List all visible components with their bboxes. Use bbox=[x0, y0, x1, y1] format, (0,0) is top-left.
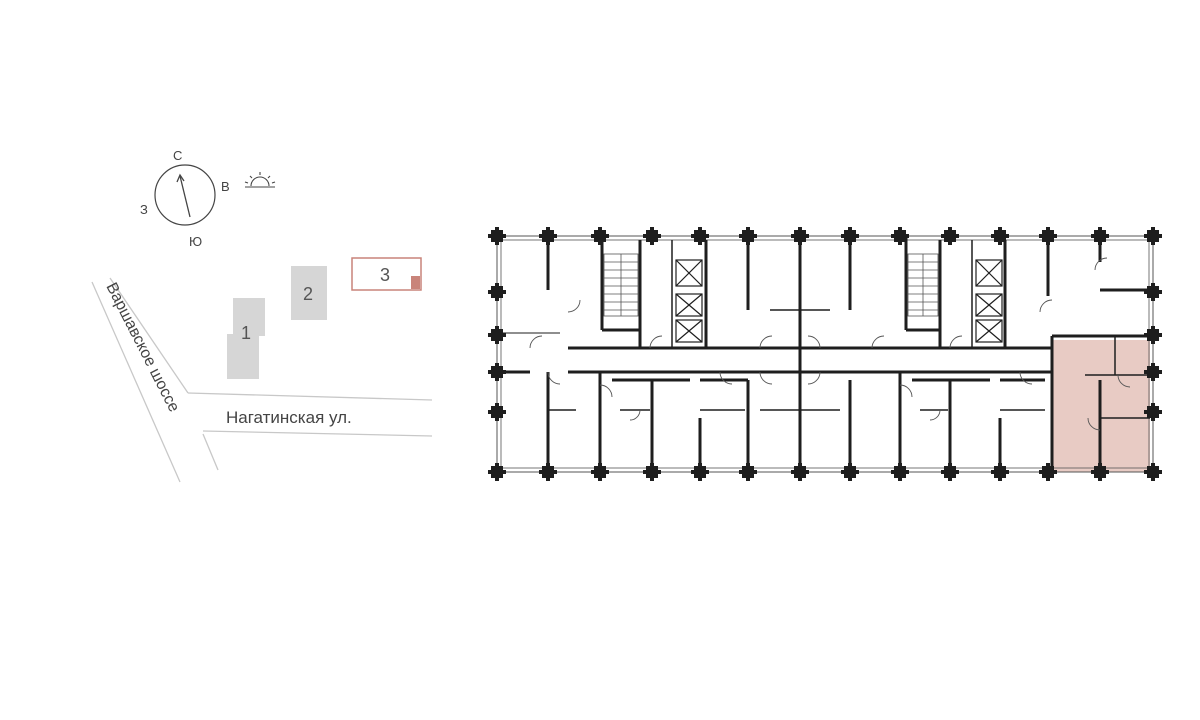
column-flange bbox=[495, 403, 499, 421]
building-1[interactable]: 1 bbox=[227, 298, 265, 379]
column-flange bbox=[650, 227, 654, 245]
site-plan: Варшавское шоссе Нагатинская ул. 1 2 3 bbox=[91, 257, 433, 483]
column-flange bbox=[746, 463, 750, 481]
street-edge-top bbox=[187, 392, 433, 401]
compass-ring bbox=[154, 164, 216, 226]
column-flange bbox=[698, 463, 702, 481]
highway-edge-right-upper bbox=[109, 277, 189, 394]
column-flange bbox=[495, 463, 499, 481]
structural-walls-top bbox=[546, 236, 1150, 472]
compass-north: С bbox=[173, 148, 182, 163]
column-flange bbox=[1098, 463, 1102, 481]
compass-east: В bbox=[221, 179, 230, 194]
compass: С Ю З В bbox=[140, 148, 276, 249]
staircase-right bbox=[907, 253, 939, 317]
structural-columns bbox=[488, 227, 1162, 481]
outer-wall-outline bbox=[496, 235, 1154, 473]
building-2[interactable]: 2 bbox=[291, 266, 327, 320]
building-3-selected-section bbox=[411, 276, 420, 289]
column-flange bbox=[495, 227, 499, 245]
column-flange bbox=[746, 227, 750, 245]
column-flange bbox=[546, 227, 550, 245]
column-flange bbox=[598, 227, 602, 245]
column-flange bbox=[798, 227, 802, 245]
highway-edge-right-lower bbox=[202, 433, 219, 471]
door-swings bbox=[529, 257, 1131, 431]
compass-needle bbox=[179, 175, 191, 218]
column-flange bbox=[998, 227, 1002, 245]
column-flange bbox=[948, 227, 952, 245]
compass-south: Ю bbox=[189, 234, 202, 249]
column-flange bbox=[1151, 463, 1155, 481]
column-flange bbox=[848, 463, 852, 481]
column-flange bbox=[1046, 463, 1050, 481]
street-label-highway: Варшавское шоссе bbox=[102, 280, 182, 415]
compass-west: З bbox=[140, 202, 148, 217]
compass-arrowhead-icon bbox=[176, 173, 185, 183]
floor-plan bbox=[488, 227, 1162, 481]
column-flange bbox=[1151, 326, 1155, 344]
column-flange bbox=[650, 463, 654, 481]
column-flange bbox=[1046, 227, 1050, 245]
staircase-left bbox=[603, 253, 639, 317]
building-3[interactable]: 3 bbox=[351, 257, 422, 291]
column-flange bbox=[698, 227, 702, 245]
building-2-label: 2 bbox=[303, 284, 313, 304]
column-flange bbox=[546, 463, 550, 481]
column-flange bbox=[1151, 363, 1155, 381]
column-flange bbox=[798, 463, 802, 481]
column-flange bbox=[1151, 403, 1155, 421]
building-3-label: 3 bbox=[380, 265, 390, 285]
sun-rise-icon bbox=[244, 172, 276, 188]
column-flange bbox=[1151, 227, 1155, 245]
structural-walls-bottom bbox=[498, 336, 1150, 472]
column-flange bbox=[1151, 283, 1155, 301]
elevators-right bbox=[975, 259, 1003, 343]
column-flange bbox=[948, 463, 952, 481]
street-label-main: Нагатинская ул. bbox=[226, 408, 352, 427]
column-flange bbox=[495, 283, 499, 301]
column-flange bbox=[495, 326, 499, 344]
column-flange bbox=[495, 363, 499, 381]
column-flange bbox=[898, 227, 902, 245]
elevators-left bbox=[675, 259, 703, 343]
highway-edge-left bbox=[91, 281, 181, 483]
column-flange bbox=[1098, 227, 1102, 245]
column-flange bbox=[598, 463, 602, 481]
column-flange bbox=[998, 463, 1002, 481]
building-1-label: 1 bbox=[241, 323, 251, 343]
column-flange bbox=[898, 463, 902, 481]
column-flange bbox=[848, 227, 852, 245]
street-edge-bottom bbox=[202, 430, 433, 437]
